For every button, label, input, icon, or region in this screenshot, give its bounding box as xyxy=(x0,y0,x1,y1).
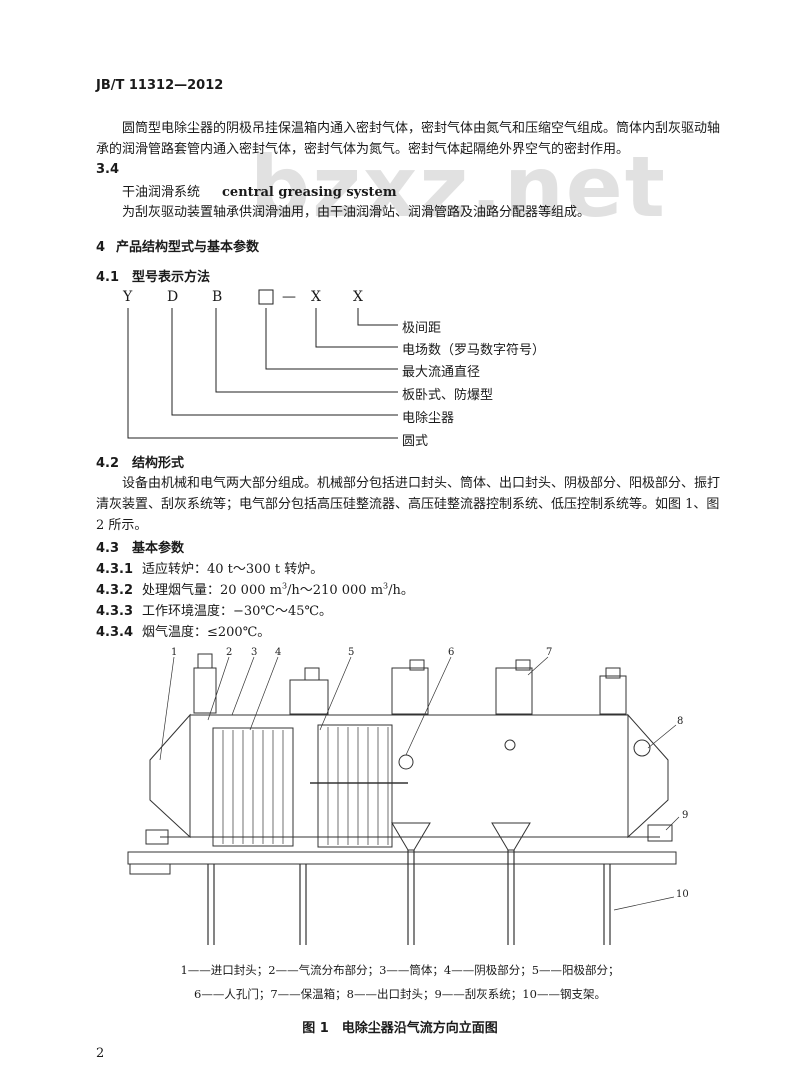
label-precipitator: 电除尘器 xyxy=(402,411,455,426)
label-max-diameter: 最大流通直径 xyxy=(402,365,481,380)
callout-8: 8 xyxy=(677,716,683,727)
cylinder-body xyxy=(189,714,629,838)
section-number: 4.1 xyxy=(96,270,120,285)
scraper-drive-right xyxy=(647,824,673,842)
insulation-box-2 xyxy=(289,679,329,715)
standard-number: JB/T 11312—2012 xyxy=(96,78,224,93)
callout-10: 10 xyxy=(676,889,689,900)
structure-paragraph: 设备由机械和电气两大部分组成。机械部分包括进口封头、筒体、出口封头、阴极部分、阳… xyxy=(96,476,721,533)
section-4-1-heading: 4.1 型号表示方法 xyxy=(96,266,210,285)
callout-7: 7 xyxy=(546,647,552,658)
term-english: central greasing system xyxy=(222,185,397,200)
figure-legend-line-2: 6——人孔门；7——保温箱；8——出口封头；9——刮灰系统；10——钢支架。 xyxy=(194,987,606,1001)
outlet-head xyxy=(627,713,669,839)
manhole-2 xyxy=(504,739,516,751)
section-number: 4 xyxy=(96,240,106,255)
section-4-2-heading: 4.2 结构形式 xyxy=(96,452,184,471)
section-4-3-heading: 4.3 基本参数 xyxy=(96,537,184,556)
section-number: 4.2 xyxy=(96,456,120,471)
label-pole-spacing: 极间距 xyxy=(402,321,442,336)
section-title: 型号表示方法 xyxy=(132,270,211,285)
section-title: 产品结构型式与基本参数 xyxy=(116,240,260,255)
term-chinese: 干油润滑系统 xyxy=(122,185,201,200)
figure-legend-line-1: 1——进口封头；2——气流分布部分；3——筒体；4——阴极部分；5——阳极部分； xyxy=(180,963,620,977)
model-code-d: D xyxy=(167,289,179,305)
callout-1: 1 xyxy=(171,647,177,658)
section-title: 基本参数 xyxy=(132,541,185,556)
callout-3: 3 xyxy=(251,647,257,658)
model-code-x2: X xyxy=(353,289,363,305)
callout-6: 6 xyxy=(448,647,454,658)
label-field-count: 电场数（罗马数字符号） xyxy=(402,343,546,358)
callout-9: 9 xyxy=(682,810,688,821)
cathode-section xyxy=(212,727,294,847)
model-code-dash: — xyxy=(282,289,296,305)
model-code-box xyxy=(258,289,274,305)
section-4-heading: 4 产品结构型式与基本参数 xyxy=(96,236,259,255)
section-number: 3.4 xyxy=(96,162,120,177)
manhole-1 xyxy=(398,754,414,770)
label-round-type: 圆式 xyxy=(402,434,429,449)
insulation-box-3 xyxy=(391,667,429,715)
page-number: 2 xyxy=(96,1046,105,1061)
term-definition: 为刮灰驱动装置轴承供润滑油用，由干油润滑站、润滑管路及油路分配器等组成。 xyxy=(122,205,591,220)
model-code-leader-lines xyxy=(127,289,398,439)
inlet-head xyxy=(149,713,191,839)
insulation-box-4 xyxy=(495,667,533,715)
section-title: 结构形式 xyxy=(132,456,185,471)
model-code-b: B xyxy=(212,289,223,305)
insulation-box-5 xyxy=(599,675,627,715)
watermark: bzxz.net xyxy=(250,138,667,236)
callout-4: 4 xyxy=(275,647,281,658)
anode-section xyxy=(317,724,393,848)
figure-title: 图 1 电除尘器沿气流方向立面图 xyxy=(302,1021,498,1036)
scraper-drive-left xyxy=(145,829,169,845)
figure-1-drawing: 1 2 3 4 5 6 7 8 9 10 xyxy=(127,647,689,945)
section-number: 4.3 xyxy=(96,541,120,556)
term-entry: 干油润滑系统 central greasing system xyxy=(122,181,397,200)
steel-base-beam xyxy=(127,851,677,865)
intro-paragraph: 圆筒型电除尘器的阴极吊挂保温箱内通入密封气体，密封气体由氮气和压缩空气组成。筒体… xyxy=(96,121,721,157)
label-plate-type: 板卧式、防爆型 xyxy=(402,388,494,403)
section-3-4-heading: 3.4 xyxy=(96,162,126,177)
callout-5: 5 xyxy=(348,647,354,658)
model-code-y: Y xyxy=(123,289,133,305)
model-code-x1: X xyxy=(311,289,321,305)
callout-2: 2 xyxy=(226,647,232,658)
manhole-outlet xyxy=(633,739,651,757)
